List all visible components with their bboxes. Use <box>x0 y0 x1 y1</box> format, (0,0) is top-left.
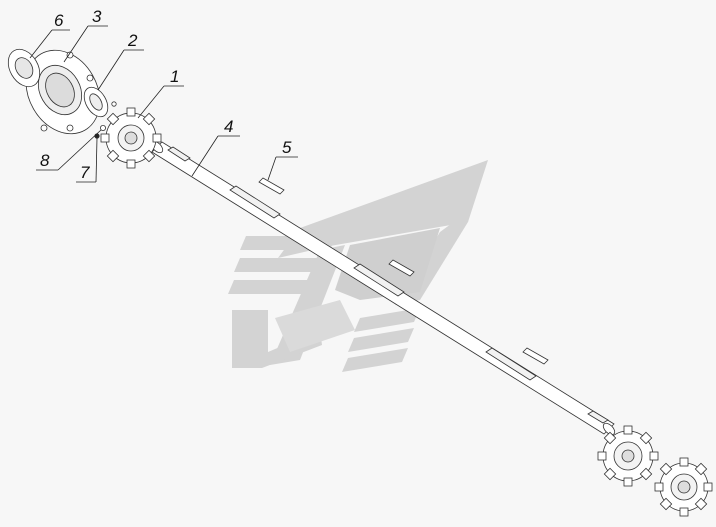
cover-cap <box>7 48 41 88</box>
callout-6: 6 <box>54 11 64 30</box>
callout-2: 2 <box>127 31 138 50</box>
seal-ring <box>83 86 109 118</box>
fasteners <box>94 101 117 139</box>
callout-5: 5 <box>282 138 292 157</box>
sprocket-lower-b <box>654 457 713 517</box>
callout-8: 8 <box>40 151 50 170</box>
callout-labels: 6 3 2 1 4 5 8 7 <box>40 7 292 182</box>
leader-lines <box>29 25 298 183</box>
bearing-housing <box>25 49 101 135</box>
shaft <box>150 140 616 436</box>
key-parts <box>258 177 549 365</box>
callout-7: 7 <box>80 163 90 182</box>
callout-1: 1 <box>170 67 179 86</box>
sprocket-lower-a <box>597 425 659 487</box>
callout-3: 3 <box>92 7 102 26</box>
callout-4: 4 <box>224 117 233 136</box>
sprocket-1 <box>100 107 162 169</box>
watermark-logo <box>228 160 488 372</box>
